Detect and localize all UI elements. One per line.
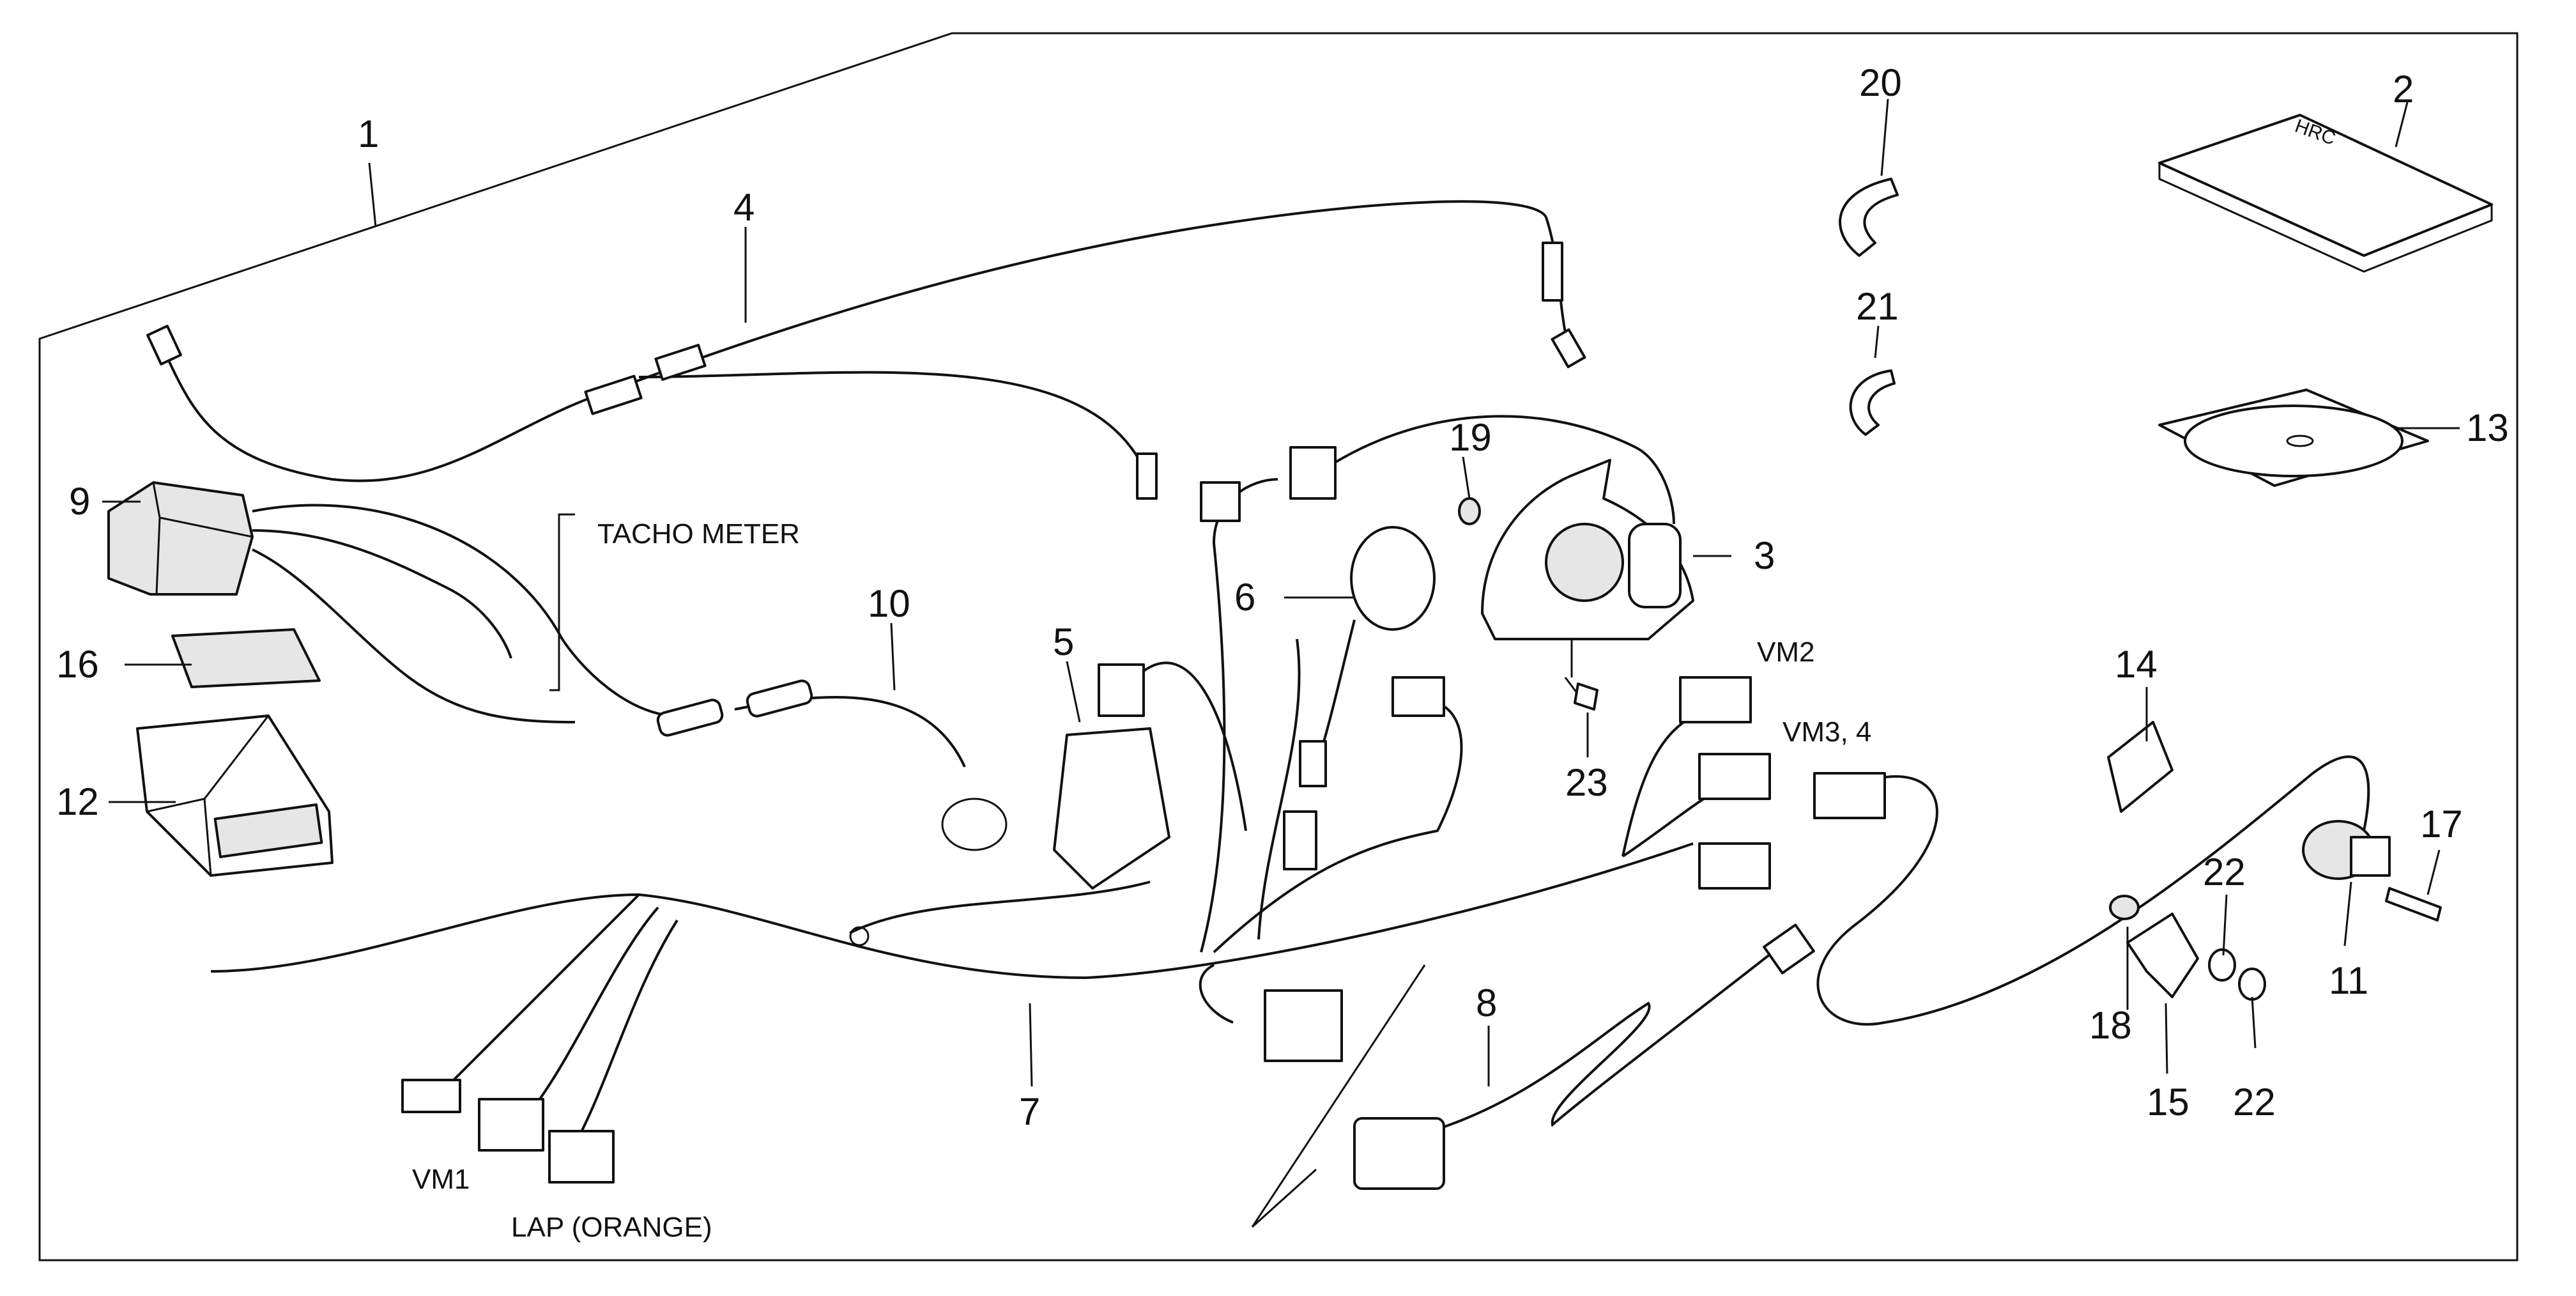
label-vm2: VM2 — [1757, 636, 1814, 668]
part-6-coil — [1283, 526, 1436, 870]
part-number-1: 1 — [358, 112, 379, 155]
part-number-10: 10 — [868, 582, 910, 625]
part-number-9: 9 — [69, 480, 90, 523]
label-vm3-4: VM3, 4 — [1782, 716, 1871, 748]
part-number-15: 15 — [2147, 1081, 2189, 1123]
part-number-14: 14 — [2115, 643, 2158, 686]
part-21-clamp — [1849, 369, 1896, 436]
part-number-21: 21 — [1856, 285, 1899, 328]
part-10-connectors — [656, 679, 1008, 851]
part-2-manual: HRC — [2158, 114, 2493, 273]
part-number-7: 7 — [1019, 1090, 1040, 1133]
part-15-bracket — [2126, 913, 2199, 998]
part-number-13: 13 — [2466, 406, 2509, 449]
part-16-pad — [171, 628, 321, 688]
part-20-clamp — [1839, 178, 1899, 257]
part-22-washer-b — [2238, 968, 2266, 1001]
part-3-sensor — [1481, 459, 1694, 704]
part-12-ecu — [136, 714, 334, 877]
part-number-11: 11 — [2329, 959, 2368, 1002]
part-number-12: 12 — [56, 780, 99, 823]
part-13-cd — [2158, 389, 2429, 487]
part-number-8: 8 — [1476, 982, 1497, 1024]
label-tacho-meter: TACHO METER — [597, 518, 800, 550]
part-8-sub-harness — [1251, 923, 1815, 1228]
part-number-3: 3 — [1754, 534, 1775, 577]
part-number-20: 20 — [1859, 61, 1902, 104]
assembly-frame — [38, 32, 2518, 1261]
part-19-washer — [1458, 497, 1481, 525]
part-7-main-harness — [210, 415, 2370, 1184]
part-number-19: 19 — [1449, 416, 1492, 459]
part-4-cable — [146, 200, 1586, 500]
part-17-bolt — [2385, 887, 2442, 922]
part-number-5: 5 — [1053, 621, 1074, 663]
part-number-16: 16 — [56, 643, 99, 686]
part-number-6: 6 — [1234, 576, 1255, 619]
part-11-switch — [2302, 820, 2391, 880]
part-number-4: 4 — [733, 186, 755, 229]
part-number-23: 23 — [1565, 761, 1608, 804]
leader-lines — [102, 98, 2460, 1087]
part-14-bracket — [2107, 721, 2174, 813]
part-number-22-lower: 22 — [2233, 1081, 2276, 1123]
label-lap-orange: LAP (ORANGE) — [511, 1212, 712, 1243]
part-5-relay — [1053, 661, 1247, 890]
part-18-nut — [2109, 895, 2140, 920]
part-number-22-upper: 22 — [2203, 851, 2246, 893]
label-vm1: VM1 — [412, 1164, 470, 1195]
part-23-bolt — [1574, 683, 1598, 711]
part-number-18: 18 — [2089, 1004, 2132, 1047]
part-number-2: 2 — [2393, 68, 2414, 111]
part-9-connector — [107, 481, 691, 723]
part-number-17: 17 — [2420, 803, 2463, 845]
part-22-washer-a — [2208, 948, 2236, 982]
